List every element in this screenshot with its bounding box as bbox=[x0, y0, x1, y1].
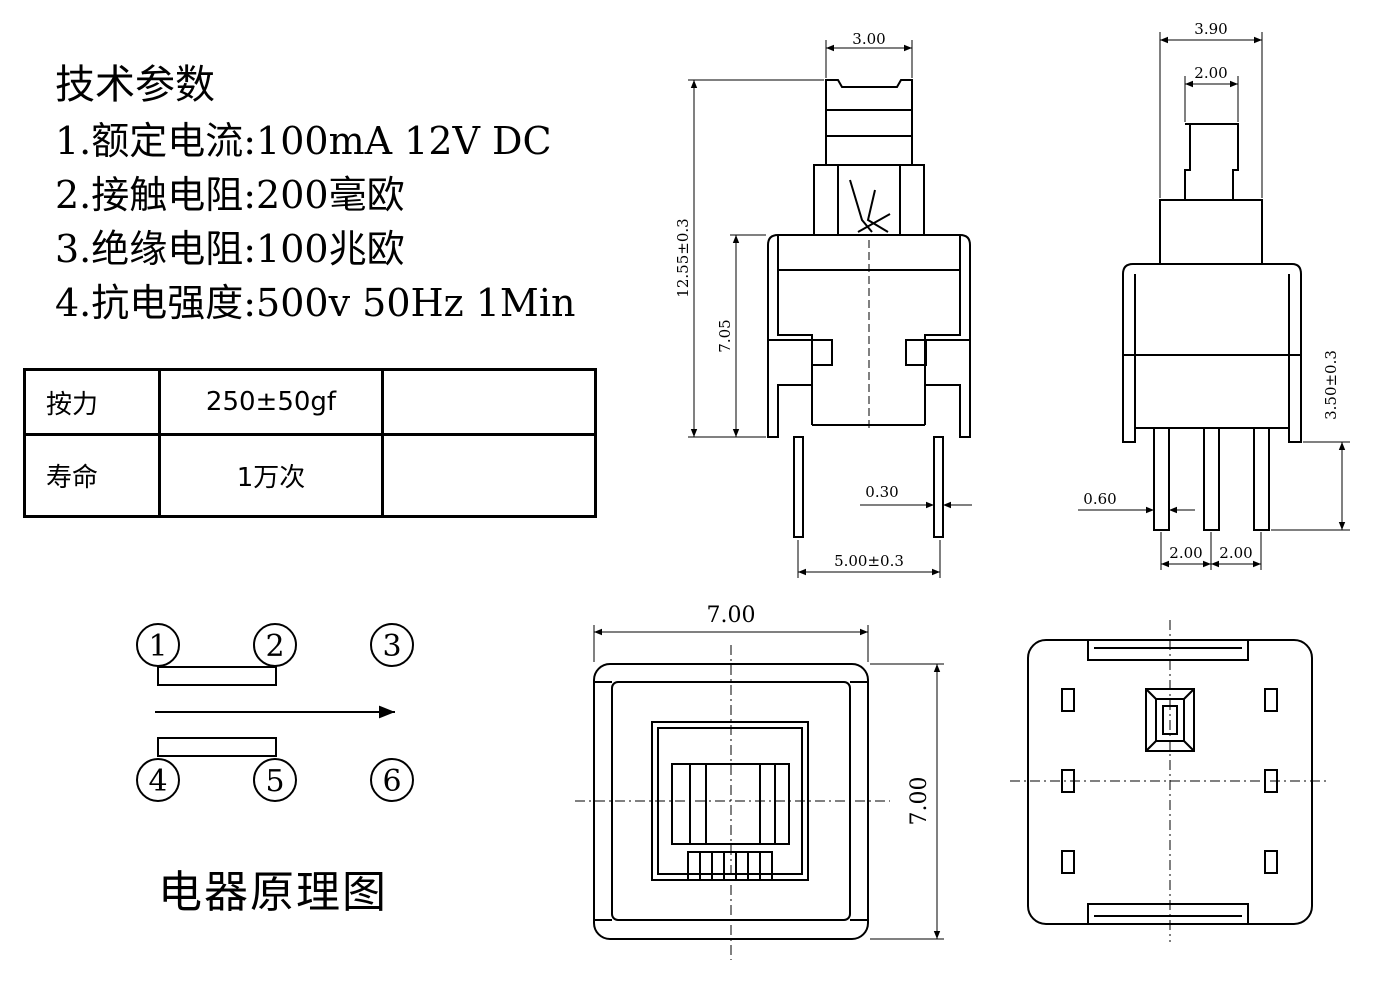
dim-front-pin-spacing: 5.00±0.3 bbox=[834, 552, 904, 570]
dim-side-pin-width: 0.60 bbox=[1083, 490, 1116, 508]
spec-line-contact-resistance: 2.接触电阻:200毫欧 bbox=[55, 173, 405, 217]
bottom-view-pin-hole bbox=[1061, 850, 1075, 874]
dim-top-view-height: 7.00 bbox=[907, 777, 932, 826]
table-cell-value: 250±50gf bbox=[158, 368, 384, 436]
spec-title: 技术参数 bbox=[55, 62, 215, 108]
dim-front-body-height: 7.05 bbox=[716, 319, 734, 352]
table-row: 按力 250±50gf bbox=[23, 368, 597, 436]
front-upper-housing bbox=[813, 164, 925, 236]
pin-5-circle bbox=[253, 758, 297, 802]
pin-label: 2 bbox=[265, 629, 284, 664]
parameter-table: 按力 250±50gf 寿命 1万次 bbox=[23, 368, 597, 518]
side-view bbox=[1122, 123, 1302, 531]
schematic-diagram bbox=[136, 623, 414, 802]
dim-front-pin-thickness: 0.30 bbox=[865, 483, 898, 501]
pin-4-circle bbox=[136, 758, 180, 802]
dim-side-pin-pitch: 2.00 bbox=[1169, 544, 1202, 562]
dim-side-pin-pitch: 2.00 bbox=[1219, 544, 1252, 562]
table-row: 寿命 1万次 bbox=[23, 433, 597, 518]
spec-line-current: 1.额定电流:100mA 12V DC bbox=[55, 119, 552, 163]
top-view-dimensions bbox=[593, 625, 944, 940]
table-cell-extra bbox=[381, 433, 597, 518]
front-view bbox=[767, 79, 971, 538]
side-pin-2 bbox=[1203, 427, 1220, 531]
top-view bbox=[575, 645, 890, 960]
side-pin-1 bbox=[1153, 427, 1170, 531]
schematic-pin-labels: 1 2 3 4 5 6 bbox=[148, 629, 401, 799]
pin-label: 1 bbox=[148, 629, 167, 664]
side-view-dimensions bbox=[1078, 32, 1350, 570]
side-pin-3 bbox=[1253, 427, 1270, 531]
bottom-view-pin-hole bbox=[1061, 688, 1075, 712]
pin-label: 5 bbox=[265, 764, 284, 799]
side-collar bbox=[1159, 199, 1263, 265]
contact-bar-top bbox=[157, 666, 277, 686]
pin-label: 3 bbox=[382, 629, 401, 664]
bottom-view-pin-hole bbox=[1264, 850, 1278, 874]
table-cell-extra bbox=[381, 368, 597, 436]
front-spring bbox=[849, 179, 891, 233]
dim-side-top-width: 3.90 bbox=[1194, 20, 1227, 38]
pin-label: 4 bbox=[148, 764, 167, 799]
bottom-view-bottom-tab bbox=[1087, 903, 1249, 925]
front-view-dimensions bbox=[688, 40, 972, 578]
dim-side-plunger-width: 2.00 bbox=[1194, 64, 1227, 82]
front-plunger bbox=[825, 79, 913, 166]
table-cell-label: 寿命 bbox=[23, 433, 161, 518]
pin-3-circle bbox=[370, 623, 414, 667]
bottom-view-pin-hole bbox=[1264, 688, 1278, 712]
table-cell-value: 1万次 bbox=[158, 433, 384, 518]
front-pin-left bbox=[793, 436, 804, 538]
table-cell-label: 按力 bbox=[23, 368, 161, 436]
bottom-view bbox=[1010, 620, 1330, 942]
side-body bbox=[1122, 263, 1302, 443]
pin-label: 6 bbox=[382, 764, 401, 799]
dim-front-top-width: 3.00 bbox=[852, 30, 885, 48]
spec-line-dielectric-strength: 4.抗电强度:500v 50Hz 1Min bbox=[55, 281, 576, 325]
schematic-title: 电器原理图 bbox=[158, 867, 388, 918]
bottom-view-top-tab bbox=[1087, 639, 1249, 661]
side-plunger bbox=[1184, 123, 1239, 201]
top-view-teeth bbox=[687, 851, 773, 881]
dim-top-view-width: 7.00 bbox=[707, 603, 756, 628]
spec-line-insulation-resistance: 3.绝缘电阻:100兆欧 bbox=[55, 227, 405, 271]
dim-front-total-height: 12.55±0.3 bbox=[674, 218, 692, 297]
contact-bar-bottom bbox=[157, 737, 277, 757]
dim-side-pin-length: 3.50±0.3 bbox=[1322, 350, 1340, 420]
pin-6-circle bbox=[370, 758, 414, 802]
front-pin-right bbox=[933, 436, 944, 538]
